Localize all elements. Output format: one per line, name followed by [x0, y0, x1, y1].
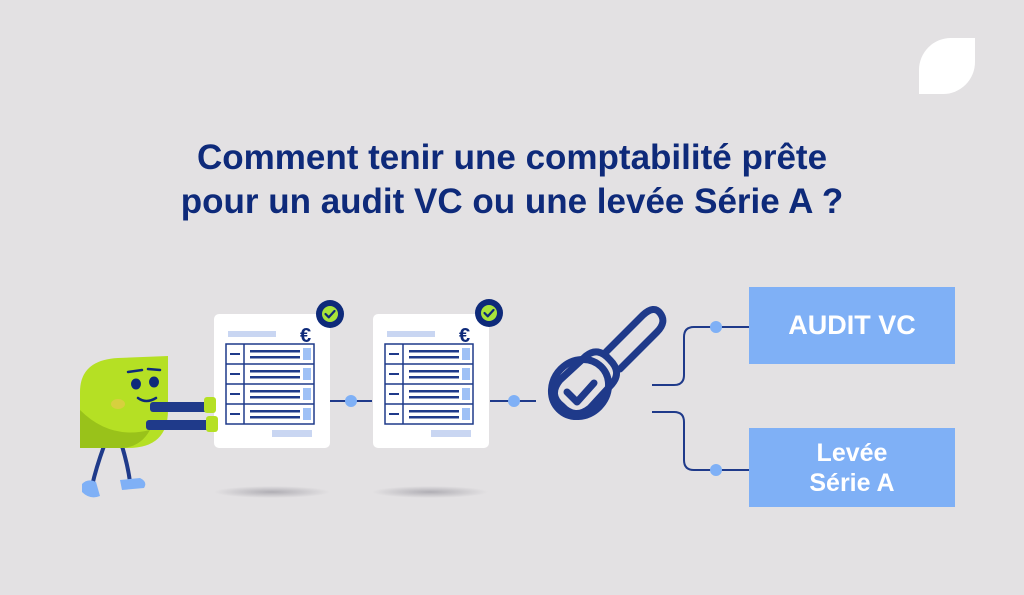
- stamp-icon: [547, 306, 667, 421]
- document-shadow: [214, 486, 330, 498]
- document-sheet-1: €: [214, 314, 330, 448]
- title-line-2: pour un audit VC ou une levée Série A ?: [180, 182, 844, 221]
- title-line-1: Comment tenir une comptabilité prête: [196, 138, 828, 177]
- connector-doc1-doc2: [330, 395, 372, 407]
- connector-doc2-stamp: [490, 395, 536, 407]
- document-shadow: [372, 486, 488, 498]
- euro-icon: €: [300, 325, 311, 347]
- connector-dot: [710, 321, 722, 333]
- levee-serie-a-box: Levée Série A: [749, 428, 955, 507]
- connector-dot: [710, 464, 722, 476]
- check-badge-icon: [316, 300, 344, 328]
- audit-vc-label: AUDIT VC: [788, 310, 916, 340]
- euro-icon: €: [459, 325, 470, 347]
- levee-label-line-1: Levée: [816, 438, 888, 467]
- check-badge-icon: [475, 299, 503, 327]
- page-title: Comment tenir une comptabilité prête pou…: [0, 136, 1024, 224]
- mascot-character: [80, 356, 218, 498]
- audit-vc-box: AUDIT VC: [749, 287, 955, 364]
- document-sheet-2: €: [373, 314, 489, 448]
- branch-connector: [652, 326, 749, 471]
- levee-label-line-2: Série A: [809, 468, 895, 497]
